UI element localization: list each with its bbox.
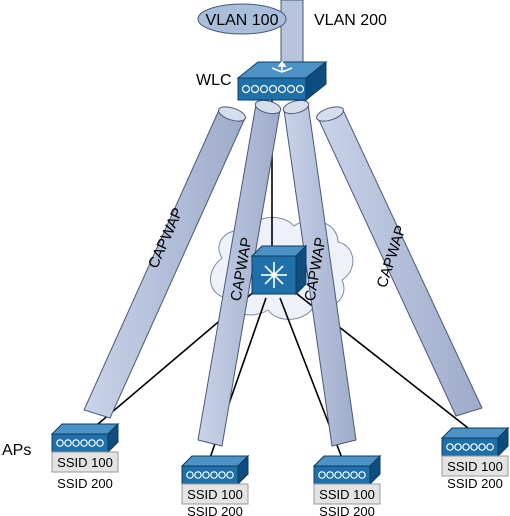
- ap1-ssid-a: SSID 100: [57, 455, 113, 470]
- access-point-3: SSID 100 SSID 200: [312, 454, 382, 516]
- aps-label: APs: [2, 442, 31, 459]
- ap1-ssid-b: SSID 200: [57, 476, 113, 491]
- ap3-ssid-b: SSID 200: [319, 504, 375, 516]
- vlan100-label: VLAN 100: [206, 12, 279, 29]
- access-point-2: SSID 100 SSID 200: [180, 454, 250, 516]
- ap2-ssid-b: SSID 200: [187, 504, 243, 516]
- vlan200-trunk: [280, 0, 304, 71]
- ap4-ssid-b: SSID 200: [447, 476, 503, 491]
- ap2-ssid-a: SSID 100: [187, 487, 243, 502]
- wlc-label: WLC: [196, 72, 232, 89]
- capwap-tunnels: CAPWAP CAPWAP CAPWAP CAPWAP: [83, 99, 483, 447]
- multilayer-switch-icon: [250, 244, 308, 296]
- capwap-tunnel-2: CAPWAP: [197, 99, 282, 447]
- wlc-controller-icon: [236, 60, 328, 102]
- access-point-4: SSID 100 SSID 200: [440, 426, 510, 491]
- vlan200-label: VLAN 200: [314, 12, 387, 29]
- access-point-1: SSID 100 SSID 200: [50, 422, 120, 491]
- vlan100-bubble: [197, 3, 287, 35]
- ap3-ssid-a: SSID 100: [319, 487, 375, 502]
- ap4-ssid-a: SSID 100: [447, 459, 503, 474]
